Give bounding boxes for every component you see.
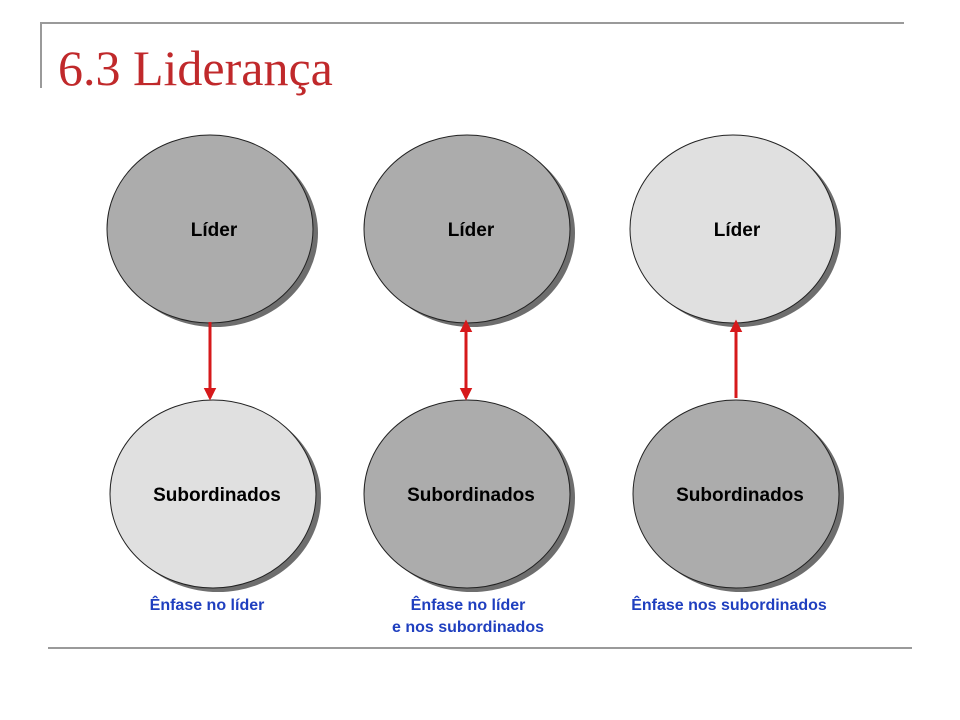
subordinates-node-2: Subordinados (363, 399, 575, 592)
frame-left-line (40, 22, 42, 88)
subordinates-node-1: Subordinados (109, 399, 321, 592)
subordinates-node-3-circle (632, 399, 840, 589)
subordinates-node-3: Subordinados (632, 399, 844, 592)
leader-node-3-label: Líder (714, 220, 761, 241)
subordinates-node-1-label: Subordinados (153, 485, 281, 506)
leader-node-2-label: Líder (448, 220, 495, 241)
slide-title: 6.3 Liderança (58, 40, 333, 96)
caption-2-line-2: e nos subordinados (392, 619, 544, 636)
leader-node-1: Líder (106, 134, 318, 327)
caption-2-line-1: Ênfase no líder (411, 595, 526, 614)
frame-bottom-line (48, 647, 912, 649)
subordinates-node-3-label: Subordinados (676, 485, 804, 506)
caption-3-line-1: Ênfase nos subordinados (631, 595, 827, 614)
caption-1-line-1: Ênfase no líder (150, 595, 265, 614)
leader-node-1-label: Líder (191, 220, 238, 241)
leader-node-3: Líder (629, 134, 841, 327)
subordinates-node-2-label: Subordinados (407, 485, 535, 506)
leader-node-2: Líder (363, 134, 575, 327)
frame-top-line (40, 22, 904, 24)
